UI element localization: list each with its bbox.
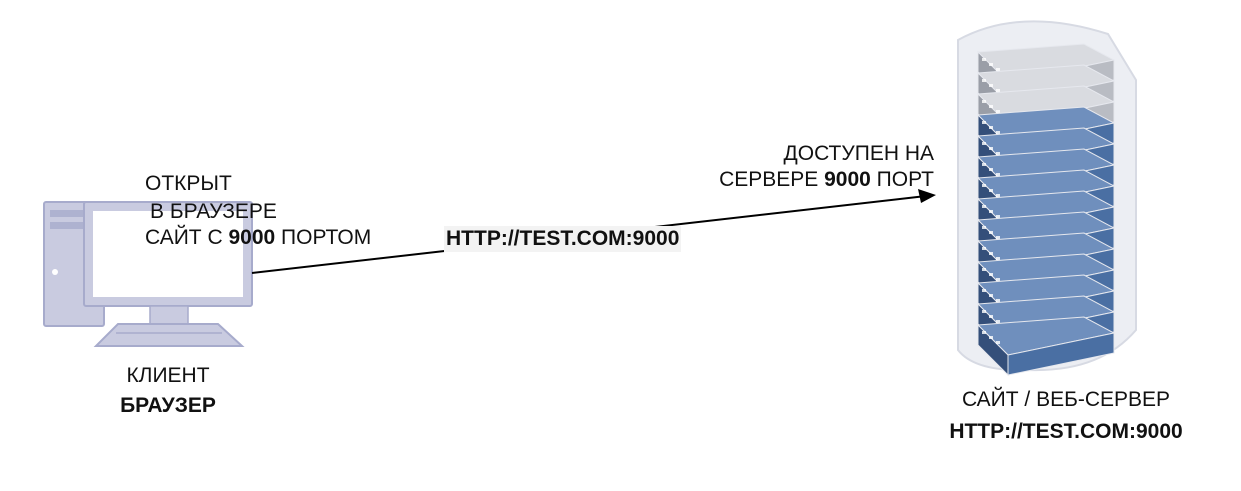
connection-url-label: HTTP://TEST.COM:9000 [444, 226, 682, 252]
server-note-line2: СЕРВЕРЕ 9000 ПОРТ [719, 168, 934, 191]
client-note-line2: В БРАУЗЕРЕ [150, 200, 277, 223]
client-note-line1: ОТКРЫТ [145, 172, 232, 195]
client-note-line3: САЙТ С 9000 ПОРТОМ [145, 226, 372, 249]
desktop-computer-icon [43, 201, 253, 347]
server-note-line1: ДОСТУПЕН НА [783, 142, 934, 165]
server-label-line2: HTTP://TEST.COM:9000 [949, 420, 1183, 443]
rack-unit [976, 316, 1116, 377]
client-label-line1: КЛИЕНТ [126, 364, 210, 387]
client-label-line2: БРАУЗЕР [120, 394, 216, 417]
server-label-line1: САЙТ / ВЕБ-СЕРВЕР [961, 388, 1171, 411]
server-rack-icon [957, 20, 1137, 377]
